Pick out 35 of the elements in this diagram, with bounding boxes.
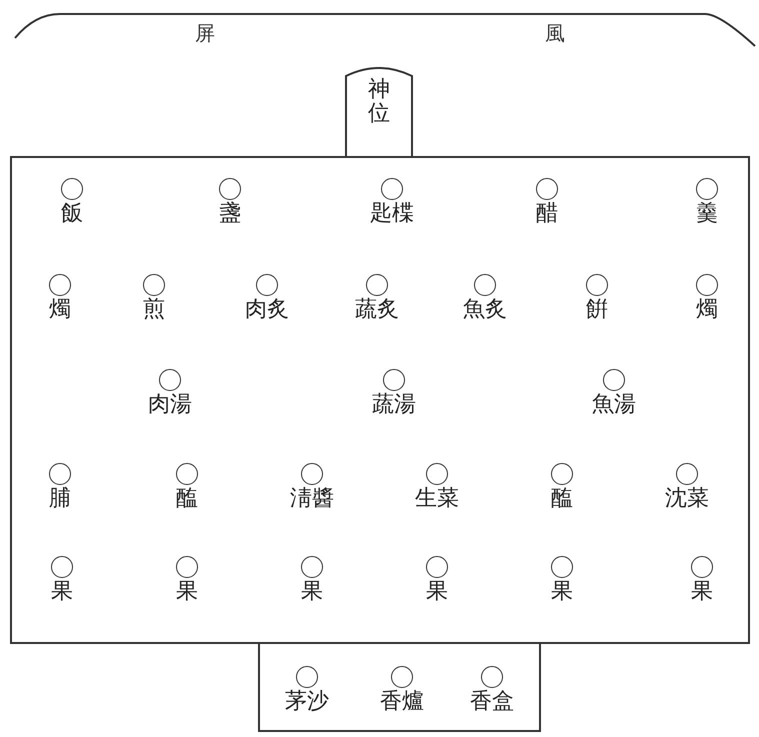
- dish-label: 果: [691, 578, 713, 606]
- incense-table: [258, 642, 541, 732]
- dish-label: 匙楪: [370, 200, 414, 228]
- dish-label: 果: [51, 578, 73, 606]
- dish-label: 茅沙: [285, 688, 329, 716]
- dish-label: 果: [176, 578, 198, 606]
- dish-label: 魚湯: [592, 391, 636, 419]
- tablet-label: 神位: [368, 78, 390, 126]
- dish-label: 魚炙: [463, 296, 507, 324]
- dish-label: 香盒: [470, 688, 514, 716]
- dish-label: 羹: [696, 200, 718, 228]
- dish-label: 脯: [49, 485, 71, 513]
- dish-label: 醋: [536, 200, 558, 228]
- dish-label: 果: [301, 578, 323, 606]
- dish-label: 生菜: [415, 485, 459, 513]
- dish-label: 蔬湯: [372, 391, 416, 419]
- offering-table: [10, 156, 750, 644]
- dish-label: 盞: [219, 200, 241, 228]
- dish-label: 餠: [586, 296, 608, 324]
- dish-label: 肉炙: [245, 296, 289, 324]
- dish-label: 煎: [143, 296, 165, 324]
- dish-label: 醢: [551, 485, 573, 513]
- dish-label: 蔬炙: [355, 296, 399, 324]
- screen-label: 風: [545, 20, 565, 47]
- dish-label: 燭: [696, 296, 718, 324]
- dish-label: 沈菜: [665, 485, 709, 513]
- screen-label: 屏: [195, 20, 215, 47]
- dish-label: 燭: [49, 296, 71, 324]
- dish-label: 果: [426, 578, 448, 606]
- dish-label: 飯: [61, 200, 83, 228]
- dish-label: 醢: [176, 485, 198, 513]
- dish-label: 果: [551, 578, 573, 606]
- dish-label: 香爐: [380, 688, 424, 716]
- dish-label: 淸醬: [290, 485, 334, 513]
- dish-label: 肉湯: [148, 391, 192, 419]
